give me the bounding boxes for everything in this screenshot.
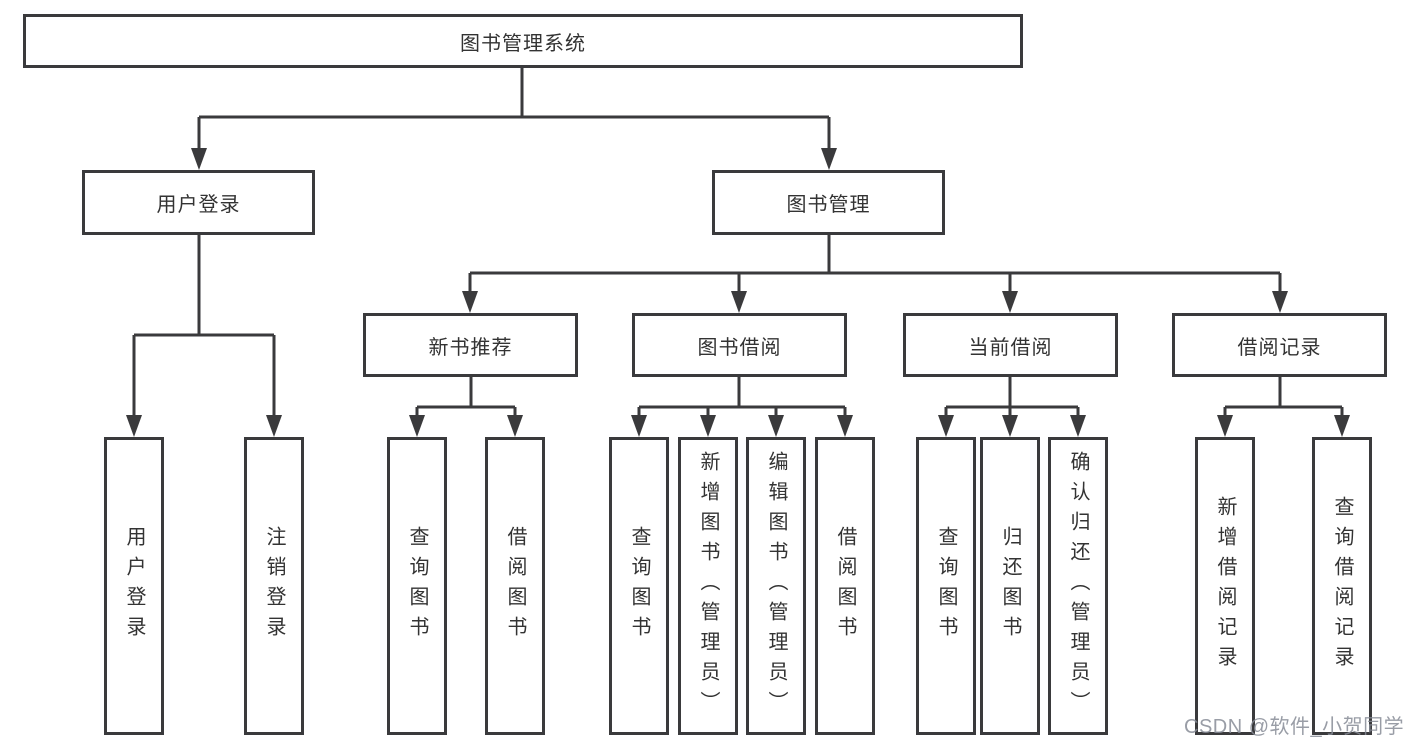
node-leaf-user-login: 用户登录	[104, 437, 164, 735]
node-leaf-query-books-1: 查询图书	[387, 437, 447, 735]
node-leaf-edit-books-admin: 编辑图书（管理员）	[746, 437, 806, 735]
node-leaf-return-books: 归还图书	[980, 437, 1040, 735]
node-borrow-records: 借阅记录	[1172, 313, 1387, 377]
connector-book-borrow	[637, 377, 847, 419]
node-user-login: 用户登录	[82, 170, 315, 235]
node-current-borrow: 当前借阅	[903, 313, 1118, 377]
node-leaf-query-borrow-record: 查询借阅记录	[1312, 437, 1372, 735]
node-book-borrow: 图书借阅	[632, 313, 847, 377]
node-leaf-borrow-books-2: 借阅图书	[815, 437, 875, 735]
node-leaf-add-books-admin: 新增图书（管理员）	[678, 437, 738, 735]
node-leaf-confirm-return-admin: 确认归还（管理员）	[1048, 437, 1108, 735]
connector-root	[197, 68, 831, 152]
connector-user-login	[132, 235, 276, 419]
connector-new-book-recommend	[415, 377, 517, 419]
node-leaf-query-books-2: 查询图书	[609, 437, 669, 735]
node-book-management: 图书管理	[712, 170, 945, 235]
node-leaf-query-books-3: 查询图书	[916, 437, 976, 735]
node-root: 图书管理系统	[23, 14, 1023, 68]
node-leaf-add-borrow-record: 新增借阅记录	[1195, 437, 1255, 735]
node-leaf-borrow-books-1: 借阅图书	[485, 437, 545, 735]
node-leaf-logout: 注销登录	[244, 437, 304, 735]
connector-borrow-records	[1223, 377, 1344, 419]
node-new-book-recommend: 新书推荐	[363, 313, 578, 377]
watermark: CSDN @软件_小贺同学	[1184, 716, 1405, 738]
connector-book-management	[468, 235, 1282, 295]
connector-current-borrow	[944, 377, 1080, 419]
